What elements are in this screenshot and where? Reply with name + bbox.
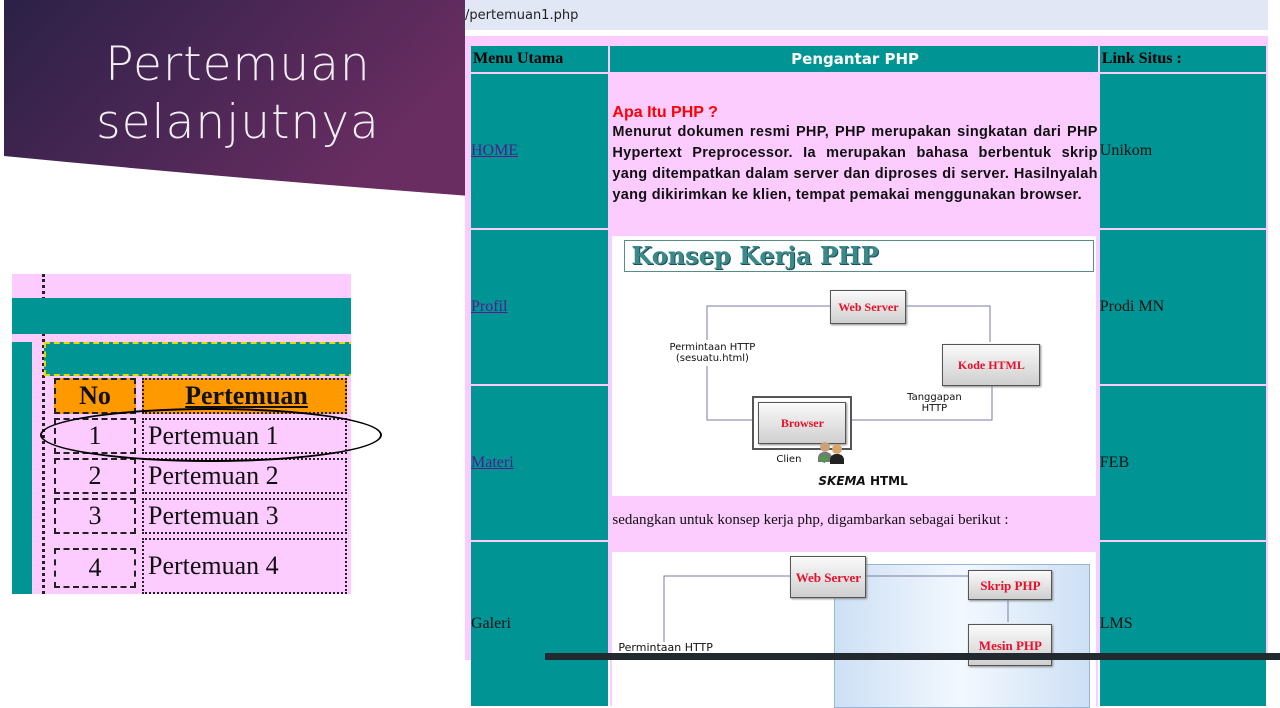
teal-left-column <box>12 342 32 594</box>
web-server-box: Web Server <box>830 290 907 324</box>
page-title: Pengantar PHP <box>610 46 1098 72</box>
kode-html-box: Kode HTML <box>942 344 1041 386</box>
users-icon: + <box>818 442 846 466</box>
diagram-section: Konsep Kerja PHP Web Server Kode HTML <box>610 230 1098 540</box>
meeting-name[interactable]: Pertemuan 2 <box>142 458 347 494</box>
menu-link-materi[interactable]: Materi <box>471 454 514 471</box>
menu-cell-profil: Profil <box>471 230 609 384</box>
web-server-box-2: Web Server <box>790 556 867 598</box>
meeting-table-screenshot: No Pertemuan 1 Pertemuan 1 2 Pertemuan 2… <box>12 274 351 594</box>
caption-italic: SKEMA <box>818 474 866 488</box>
browser-box: Browser <box>758 402 847 444</box>
link-feb[interactable]: FEB <box>1099 386 1266 540</box>
web-page: Menu Utama Pengantar PHP Link Situs : HO… <box>465 36 1268 708</box>
browser-frame <box>752 396 853 450</box>
header-no: No <box>54 378 136 414</box>
caption-rest: HTML <box>865 474 908 488</box>
browser-screenshot: /pertemuan1.php Menu Utama Pengantar PHP… <box>465 0 1280 708</box>
meeting-name[interactable]: Pertemuan 3 <box>142 498 347 534</box>
meeting-no: 4 <box>54 548 136 588</box>
teal-bar-inner <box>44 342 351 376</box>
meeting-no: 1 <box>54 418 136 454</box>
link-unikom[interactable]: Unikom <box>1099 74 1266 228</box>
html-schema-diagram: Konsep Kerja PHP Web Server Kode HTML <box>612 236 1096 496</box>
request-label-2: Permintaan HTTP <box>618 641 713 654</box>
diagram-arrows <box>706 305 993 421</box>
menu-header: Menu Utama <box>471 46 609 72</box>
link-lms[interactable]: LMS <box>1099 542 1266 706</box>
slide-title-banner: Pertemuan selanjutnya <box>0 0 470 200</box>
meeting-no: 2 <box>54 458 136 494</box>
header-pertemuan: Pertemuan <box>142 378 347 414</box>
diagram-title: Konsep Kerja PHP <box>624 240 1095 272</box>
content-heading: Apa Itu PHP ? <box>612 104 718 121</box>
skrip-php-box: Skrip PHP <box>968 570 1053 600</box>
site-layout-table: Menu Utama Pengantar PHP Link Situs : HO… <box>469 44 1268 708</box>
banner-shape <box>4 0 470 196</box>
description-text: sedangkan untuk konsep kerja php, digamb… <box>612 512 1009 528</box>
diagram2-arrows <box>663 575 1009 642</box>
intro-section: Apa Itu PHP ? Menurut dokumen resmi PHP,… <box>610 74 1098 228</box>
diagram2-section: Web Server Skrip PHP Mesin PHP Permintaa… <box>610 542 1098 708</box>
diagram-caption: SKEMA HTML <box>818 474 907 488</box>
taskbar-edge <box>545 653 1280 660</box>
meeting-name[interactable]: Pertemuan 1 <box>142 418 347 454</box>
menu-cell-galeri: Galeri <box>471 542 609 706</box>
response-label: Tanggapan HTTP <box>907 392 962 414</box>
meeting-name[interactable]: Pertemuan 4 <box>142 538 347 594</box>
teal-bar <box>12 298 351 334</box>
slide-title-line2: selanjutnya <box>96 95 380 150</box>
dotted-divider <box>42 274 47 594</box>
request-label: Permintaan HTTP (sesuatu.html) <box>669 342 756 364</box>
address-bar[interactable]: /pertemuan1.php <box>465 0 1268 30</box>
content-paragraph: Menurut dokumen resmi PHP, PHP merupakan… <box>612 124 1098 203</box>
menu-cell-home: HOME <box>471 74 609 228</box>
menu-link-profil[interactable]: Profil <box>471 298 508 315</box>
menu-item-galeri[interactable]: Galeri <box>471 615 511 632</box>
slide-title-line1: Pertemuan <box>105 37 371 92</box>
php-work-diagram: Web Server Skrip PHP Mesin PHP Permintaa… <box>612 552 1096 708</box>
links-header: Link Situs : <box>1099 46 1266 72</box>
link-prodi-mn[interactable]: Prodi MN <box>1099 230 1266 384</box>
meeting-no: 3 <box>54 498 136 534</box>
menu-cell-materi: Materi <box>471 386 609 540</box>
client-label: Clien <box>776 454 802 465</box>
menu-link-home[interactable]: HOME <box>471 142 519 159</box>
slide-title: Pertemuan selanjutnya <box>68 36 408 152</box>
